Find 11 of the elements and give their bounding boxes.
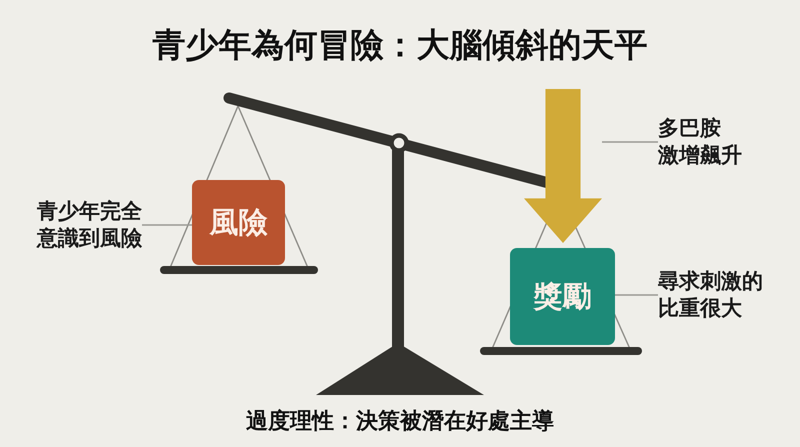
- weight-block: 獎勵: [510, 248, 615, 345]
- down-arrow: [524, 89, 602, 243]
- leader-line: [142, 224, 192, 226]
- annotation-text: 多巴胺激增飆升: [658, 115, 742, 169]
- caption: 過度理性：決策被潛在好處主導: [245, 408, 555, 436]
- annotation-text: 尋求刺激的比重很大: [658, 268, 763, 322]
- leader-line: [602, 141, 658, 143]
- annotation-text: 青少年完全意識到風險: [37, 198, 142, 252]
- weight-block: 風險: [192, 180, 285, 265]
- title: 青少年為何冒險：大腦傾斜的天平: [152, 26, 648, 64]
- leader-line: [615, 294, 658, 296]
